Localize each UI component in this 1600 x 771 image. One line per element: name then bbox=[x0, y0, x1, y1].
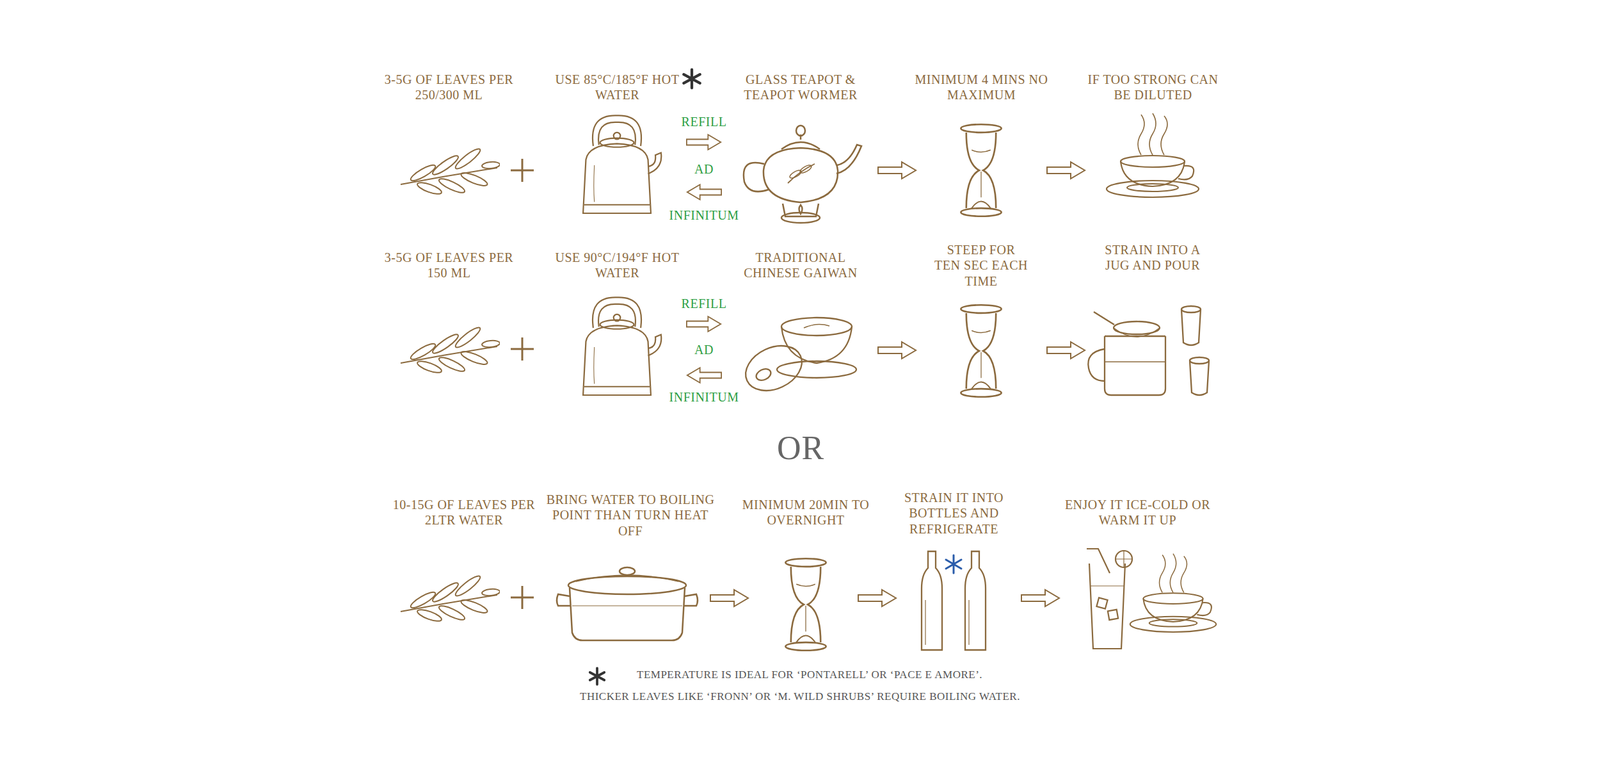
refill-note: AD bbox=[665, 341, 743, 358]
step-label: USE 90°C/194°F HOT WATER bbox=[545, 249, 690, 281]
hourglass bbox=[960, 124, 1001, 217]
arrow-left bbox=[687, 367, 722, 383]
step-label: STEEP FOR TEN SEC EACH TIME bbox=[933, 241, 1030, 289]
arrow-right bbox=[878, 161, 916, 179]
arrow-left bbox=[687, 184, 722, 200]
step-label: IF TOO STRONG CAN BE DILUTED bbox=[1077, 71, 1229, 104]
arrow-right bbox=[1047, 341, 1085, 359]
cooking-pot bbox=[556, 567, 698, 640]
step-label: USE 85°C/185°F HOT WATER bbox=[545, 71, 690, 104]
step-label: 3-5G OF LEAVES PER 150 ML bbox=[376, 249, 521, 281]
plus-sign bbox=[510, 337, 534, 361]
arrow-right bbox=[686, 134, 721, 150]
leaf-sprig bbox=[400, 145, 500, 196]
refill-note: INFINITUM bbox=[659, 389, 749, 405]
step-label: TRADITIONAL CHINESE GAIWAN bbox=[727, 249, 875, 281]
refill-note: REFILL bbox=[665, 295, 743, 312]
plus-sign bbox=[510, 158, 534, 182]
bottles bbox=[921, 551, 986, 650]
step-label: MINIMUM 4 MINS NO MAXIMUM bbox=[906, 71, 1057, 104]
alternative-divider: OR bbox=[749, 427, 852, 468]
jug-and-cups bbox=[1088, 305, 1209, 395]
kettle bbox=[583, 115, 662, 214]
step-label: STRAIN INTO A JUG AND POUR bbox=[1104, 241, 1201, 274]
step-label: STRAIN IT INTO BOTTLES AND REFRIGERATE bbox=[888, 489, 1020, 537]
arrow-right bbox=[1047, 161, 1085, 179]
leaf-sprig bbox=[400, 324, 500, 375]
hourglass bbox=[785, 558, 826, 651]
footnote: THICKER LEAVES LIKE ‘FRONN’ OR ‘M. WILD … bbox=[579, 689, 1021, 704]
hourglass bbox=[960, 304, 1001, 397]
refill-note: REFILL bbox=[665, 113, 743, 130]
footnote: TEMPERATURE IS IDEAL FOR ‘PONTARELL’ OR … bbox=[636, 668, 983, 682]
step-label: BRING WATER TO BOILING POINT THAN TURN H… bbox=[544, 491, 717, 539]
tea-cup bbox=[1106, 113, 1199, 198]
plus-sign bbox=[510, 585, 534, 609]
asterisk bbox=[590, 667, 605, 685]
gaiwan bbox=[738, 317, 857, 399]
glass-teapot bbox=[743, 125, 862, 223]
step-label: MINIMUM 20MIN TO OVERNIGHT bbox=[735, 496, 877, 528]
step-label: 10-15G OF LEAVES PER 2LTR WATER bbox=[387, 496, 541, 528]
asterisk bbox=[683, 69, 701, 89]
leaf-sprig bbox=[400, 572, 500, 623]
step-label: ENJOY IT ICE-COLD OR WARM IT UP bbox=[1056, 496, 1220, 528]
arrow-right bbox=[1021, 589, 1060, 607]
arrow-right bbox=[686, 316, 721, 331]
refill-note: AD bbox=[665, 161, 743, 177]
refill-note: INFINITUM bbox=[659, 207, 749, 223]
tea-cup bbox=[1130, 553, 1216, 632]
kettle bbox=[583, 296, 662, 395]
iced-glass bbox=[1086, 548, 1133, 649]
arrow-right bbox=[878, 341, 916, 359]
arrow-right bbox=[858, 589, 896, 607]
step-label: GLASS TEAPOT & TEAPOT WORMER bbox=[727, 71, 875, 104]
step-label: 3-5G OF LEAVES PER 250/300 ML bbox=[376, 71, 521, 104]
arrow-right bbox=[710, 589, 749, 607]
